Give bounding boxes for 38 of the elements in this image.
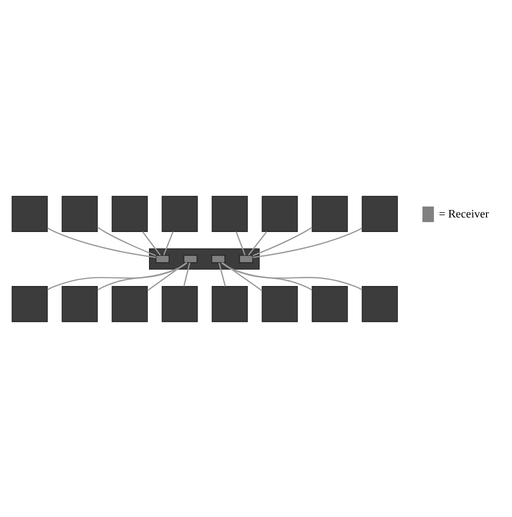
node-box xyxy=(62,195,98,232)
connector xyxy=(147,262,186,290)
node-box xyxy=(212,195,248,232)
connector xyxy=(97,262,188,290)
connector xyxy=(47,226,156,258)
node-box xyxy=(312,286,348,322)
connector xyxy=(218,262,226,286)
connector xyxy=(97,226,156,256)
node-box xyxy=(362,195,398,232)
node-box xyxy=(262,195,298,232)
node-box xyxy=(239,254,254,263)
connector xyxy=(47,262,188,290)
connector xyxy=(248,230,268,256)
connector xyxy=(222,262,262,291)
node-box xyxy=(211,254,226,263)
connector xyxy=(252,226,312,256)
legend-label: = Receiver xyxy=(438,208,489,220)
connector xyxy=(252,226,362,258)
node-box xyxy=(183,254,198,263)
cluster xyxy=(149,248,260,270)
node-box xyxy=(12,195,48,232)
connector xyxy=(236,230,246,255)
node-box xyxy=(162,195,198,232)
node-box xyxy=(262,286,298,322)
node-box xyxy=(362,286,398,322)
connector xyxy=(163,230,174,255)
node-box xyxy=(312,195,348,232)
node-box xyxy=(162,286,198,322)
connector xyxy=(222,262,312,290)
connector xyxy=(221,262,362,290)
node-box xyxy=(112,195,148,232)
node-box xyxy=(112,286,148,322)
node-box xyxy=(12,286,48,322)
node-box xyxy=(62,286,98,322)
connector xyxy=(183,262,190,286)
connector xyxy=(142,230,161,256)
node-box xyxy=(212,286,248,322)
node-box xyxy=(156,254,170,263)
